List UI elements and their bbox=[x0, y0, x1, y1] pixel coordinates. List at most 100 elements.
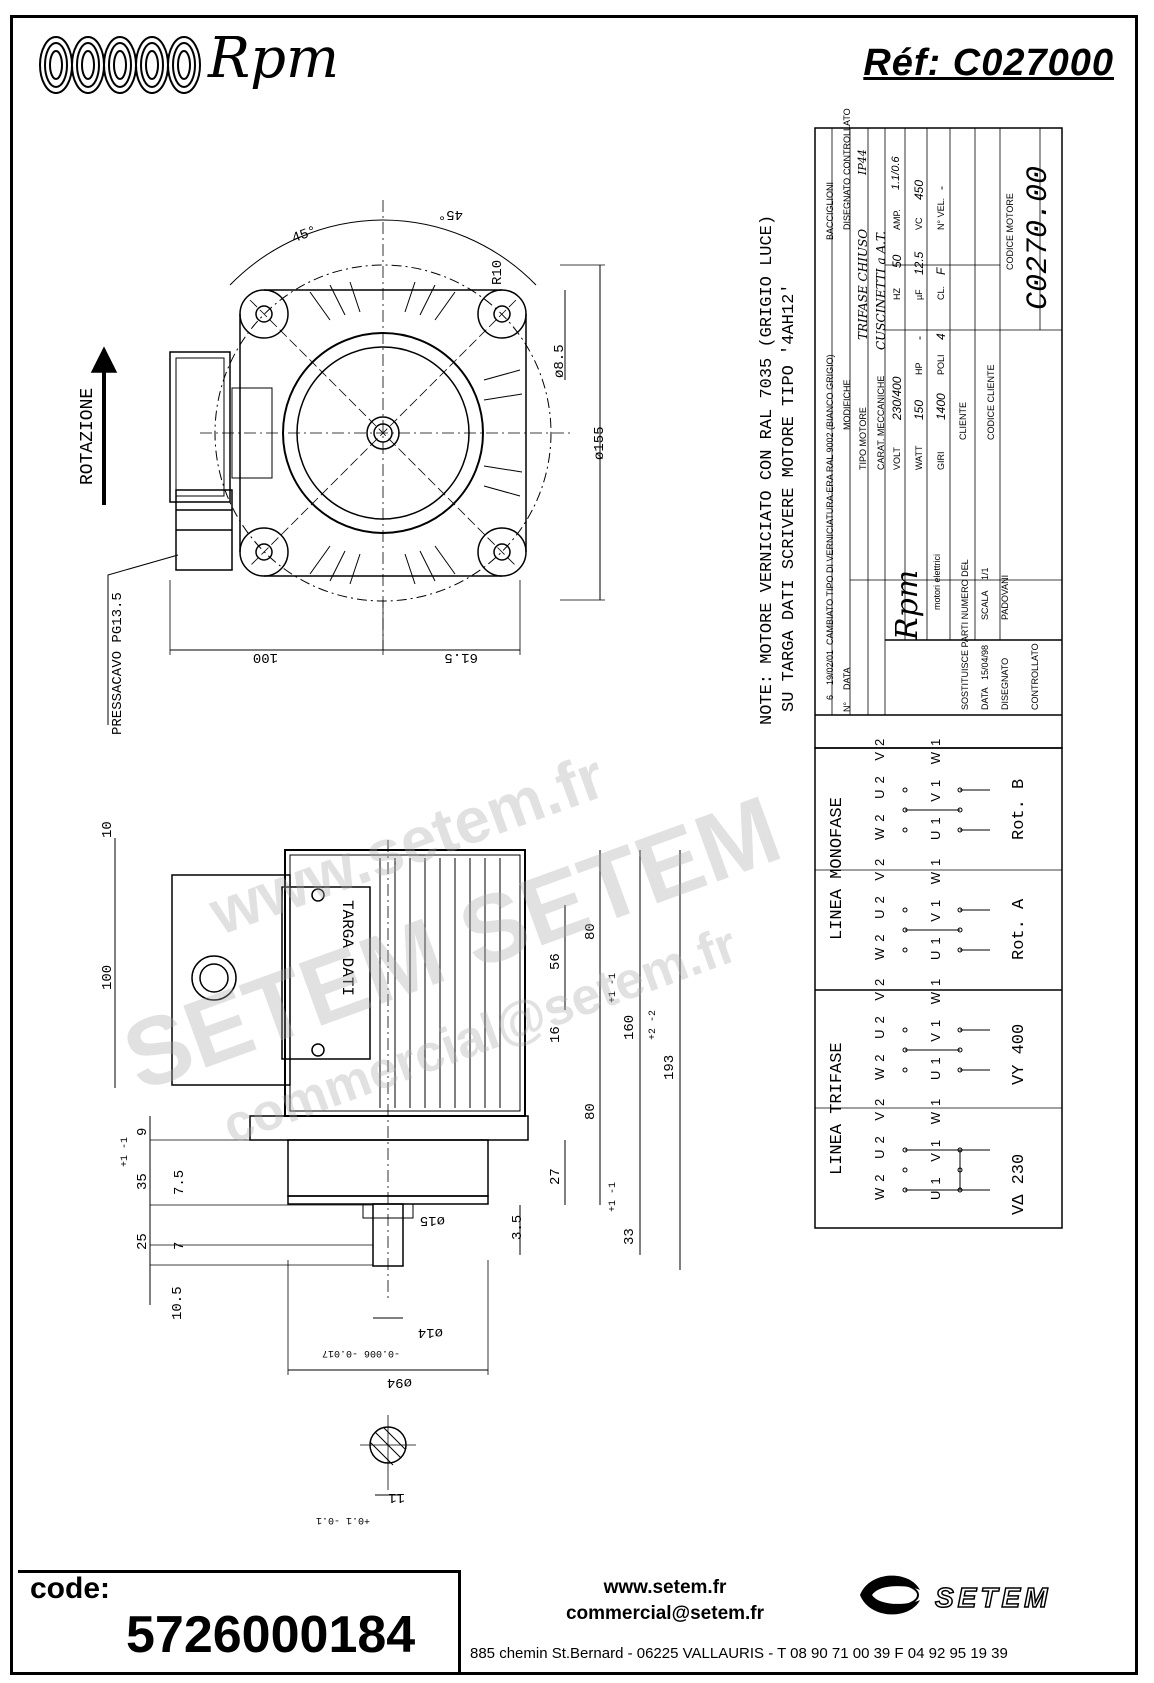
replaces-value: - bbox=[960, 562, 970, 565]
terminals-bottom-star: U1 V1 W1 bbox=[928, 972, 943, 1080]
poli-label: POLI bbox=[936, 354, 946, 375]
rotation-label: ROTAZIONE bbox=[78, 387, 98, 485]
scale-value: 1/1 bbox=[980, 567, 990, 580]
rev-number: 6 bbox=[825, 694, 835, 700]
motor-type-label: TIPO MOTORE bbox=[858, 407, 868, 470]
dim-27: 27 bbox=[548, 1168, 564, 1185]
reference-number: Réf: C027000 bbox=[863, 42, 1114, 84]
volt-label: VOLT bbox=[892, 447, 902, 470]
hp-value: - bbox=[912, 336, 926, 340]
rpm-logo-coils bbox=[39, 36, 201, 94]
poli-value: 4 bbox=[934, 333, 948, 340]
watt-label: WATT bbox=[914, 445, 924, 471]
terminals-bottom-b: U1 V1 W1 bbox=[928, 732, 943, 840]
dim-160: 160 bbox=[622, 1014, 638, 1040]
terminals-bottom-a: U1 V1 W1 bbox=[928, 852, 943, 960]
cl-value: F bbox=[934, 267, 948, 275]
code-box bbox=[18, 1570, 461, 1673]
dim-35-tol: +1 -1 bbox=[120, 1136, 131, 1167]
replaces-label: SOSTITUISCE PARTI NUMERO DEL bbox=[960, 559, 970, 710]
setem-logo-text: SETEM bbox=[935, 1582, 1051, 1613]
mono-title: LINEA MONOFASE bbox=[828, 797, 847, 940]
terminals-top-b: W2 U2 V2 bbox=[872, 732, 887, 840]
protection-value: IP44 bbox=[856, 149, 869, 175]
motor-type-value: TRIFASE CHIUSO bbox=[856, 228, 870, 340]
dim-80-bottom: 80 bbox=[583, 1103, 599, 1120]
angle-right-label: 45° bbox=[437, 206, 463, 222]
amp-label: AMP. bbox=[892, 209, 902, 230]
mech-label: CARAT. MECCANICHE bbox=[876, 375, 886, 470]
giri-value: 1400 bbox=[934, 393, 948, 420]
dim-11-tol: +0.1 -0.1 bbox=[315, 1514, 370, 1525]
dim-7: 7 bbox=[172, 1241, 188, 1250]
dim-dia-14: ø14 bbox=[417, 1324, 443, 1340]
code-number: 5726000184 bbox=[126, 1606, 416, 1664]
dim-33: 33 bbox=[622, 1228, 638, 1245]
setem-logo: SETEM bbox=[860, 1575, 1051, 1615]
terminals-top-star: W2 U2 V2 bbox=[872, 972, 887, 1080]
uf-value: 12.5 bbox=[912, 251, 926, 275]
terminals-bottom-delta: U1 V1 W1 bbox=[928, 1092, 943, 1200]
client-code-label: CODICE CLIENTE bbox=[986, 364, 996, 440]
dim-193: 193 bbox=[662, 1054, 678, 1080]
address-line: 885 chemin St.Bernard - 06225 VALLAURIS … bbox=[470, 1645, 1008, 1662]
note-line-1: NOTE: MOTORE VERNICIATO CON RAL 7035 (GR… bbox=[758, 214, 777, 725]
note-line-2: SU TARGA DATI SCRIVERE MOTORE TIPO '4AH1… bbox=[780, 283, 799, 712]
cable-gland-label: PRESSACAVO PG13.5 bbox=[110, 592, 126, 735]
website-link[interactable]: www.setem.fr bbox=[603, 1577, 727, 1598]
dim-25: 25 bbox=[135, 1233, 151, 1250]
giri-label: GIRI bbox=[936, 451, 946, 470]
date-label: DATA bbox=[980, 687, 990, 710]
watt-value: 150 bbox=[912, 399, 926, 420]
dim-100: 100 bbox=[100, 964, 116, 990]
shaft-tolerance: -0.006 -0.017 bbox=[321, 1347, 400, 1358]
vel-value: - bbox=[934, 186, 948, 190]
dim-11: 11 bbox=[388, 1489, 405, 1505]
scale-label: SCALA bbox=[980, 590, 990, 620]
hz-label: HZ bbox=[892, 288, 902, 300]
brand-logo-text: Rpm bbox=[208, 26, 340, 91]
rev-date: 19/02/01 bbox=[825, 649, 835, 685]
flange-dia-label: ø155 bbox=[592, 426, 608, 460]
vc-value: 450 bbox=[912, 179, 926, 200]
client-label: CLIENTE bbox=[958, 401, 968, 440]
company-subtitle: motori elettrici bbox=[932, 553, 942, 610]
dim-dia-94: ø94 bbox=[386, 1374, 412, 1390]
drawn-by-value: PADOVANI bbox=[1000, 574, 1010, 620]
hdr-date: DATA bbox=[842, 667, 852, 690]
volt-value: 230/400 bbox=[890, 376, 904, 420]
drawing-sheet bbox=[10, 15, 1138, 1675]
dim-dia-15: ø15 bbox=[419, 1212, 445, 1228]
mech-value: CUSCINETTI a A.T. bbox=[874, 231, 888, 350]
motor-code-value: C0270.00 bbox=[1022, 165, 1056, 310]
contact-block: www.setem.fr commercial@setem.fr bbox=[470, 1575, 860, 1627]
hdr-drawn: DISEGNATO bbox=[842, 177, 852, 230]
terminals-top-delta: W2 U2 V2 bbox=[872, 1092, 887, 1200]
dim-193-tol: +2 -2 bbox=[648, 1009, 659, 1040]
vel-label: N° VEL. bbox=[936, 197, 946, 230]
dim-33-tol: +1 -1 bbox=[608, 1181, 619, 1212]
hp-label: HP bbox=[914, 362, 924, 375]
right-width-label: 61.5 bbox=[444, 649, 478, 665]
rot-b-label: Rot. B bbox=[1010, 778, 1029, 840]
code-label: code: bbox=[30, 1572, 111, 1605]
email-link[interactable]: commercial@setem.fr bbox=[565, 1603, 765, 1624]
tri-title: LINEA TRIFASE bbox=[828, 1042, 847, 1175]
drawn-label: DISEGNATO bbox=[1000, 657, 1010, 710]
date-value: 15/04/98 bbox=[980, 644, 990, 680]
motor-code-label: CODICE MOTORE bbox=[1005, 193, 1015, 270]
dim-35: 35 bbox=[135, 1173, 151, 1190]
vc-label: VC bbox=[914, 217, 924, 230]
rev-change: CAMBIATO TIPO DI VERNICIATURA:ERA RAL 90… bbox=[825, 354, 835, 645]
hdr-n: N° bbox=[842, 701, 852, 712]
cl-label: CL. bbox=[936, 285, 946, 300]
hz-value: 50 bbox=[890, 254, 904, 268]
hdr-checked: CONTROLLATO bbox=[842, 108, 852, 175]
rot-a-label: Rot. A bbox=[1010, 898, 1029, 960]
amp-value: 1.1/0.6 bbox=[890, 156, 902, 190]
dim-9: 9 bbox=[135, 1127, 151, 1136]
v-star-label: VY 400 bbox=[1010, 1023, 1029, 1085]
v-delta-label: VΔ 230 bbox=[1010, 1153, 1029, 1215]
radius-label: R10 bbox=[490, 259, 506, 285]
dim-3-5: 3.5 bbox=[510, 1214, 526, 1240]
